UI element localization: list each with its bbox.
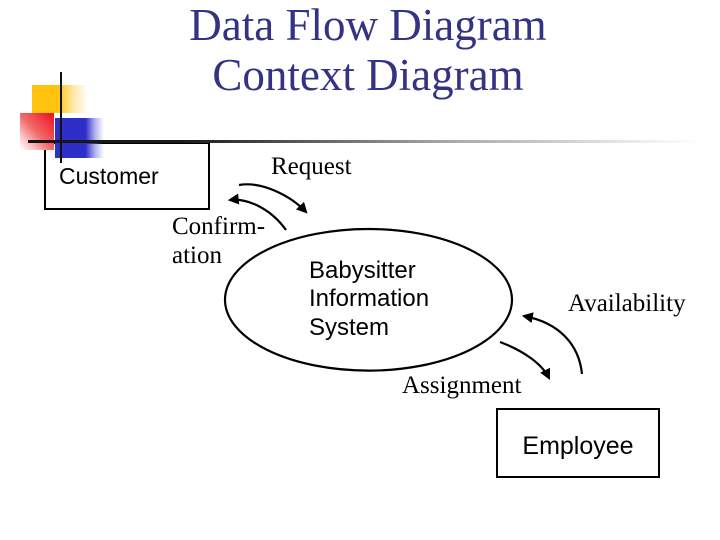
slide-title-line2: Context Diagram: [212, 50, 524, 100]
customer-label: Customer: [59, 162, 159, 189]
decor-red-square: [20, 113, 54, 150]
assignment-arrow: [499, 340, 550, 380]
decor-horizontal-rule: [28, 140, 702, 143]
employee-entity-box: Employee: [496, 408, 660, 478]
availability-arrow: [521, 312, 584, 375]
flow-label-availability: Availability: [568, 290, 686, 317]
slide-title-line1: Data Flow Diagram: [189, 0, 547, 50]
process-name-line2: Information: [309, 285, 430, 313]
confirmation-arrow: [227, 193, 287, 231]
process-name: Babysitter Information System: [309, 257, 429, 342]
decor-vertical-line: [59, 72, 62, 163]
flow-label-confirmation: Confirm- ation: [172, 212, 265, 270]
flow-label-assignment: Assignment: [402, 372, 522, 399]
flow-label-confirmation-line2: ation: [172, 242, 222, 269]
process-name-line1: Babysitter: [309, 257, 416, 284]
employee-label: Employee: [522, 431, 634, 460]
decor-blue-square: [55, 118, 104, 158]
customer-entity-box: Customer: [44, 142, 210, 210]
process-name-line3: System: [309, 313, 390, 341]
flow-label-request: Request: [271, 153, 352, 180]
request-arrow: [238, 183, 308, 214]
slide-title: Data Flow Diagram Context Diagram: [16, 0, 720, 100]
flow-label-confirmation-line1: Confirm-: [172, 213, 266, 240]
process-ellipse: [223, 227, 514, 372]
